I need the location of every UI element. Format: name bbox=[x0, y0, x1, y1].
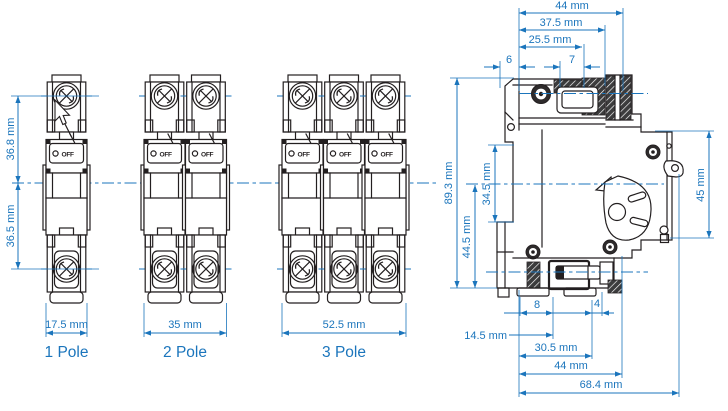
adjustment-dial bbox=[603, 175, 652, 241]
front-dimensions: 36.8 mm 36.5 mm 17.5 mm 1 Pole 35 mm 2 P… bbox=[5, 95, 407, 361]
mouse-cursor-icon bbox=[54, 98, 72, 137]
dimension-label: 44 mm bbox=[554, 360, 588, 372]
pole-label: 3 Pole bbox=[322, 344, 366, 361]
side-view-drawing bbox=[496, 74, 684, 298]
dimension-label: 37.5 mm bbox=[540, 17, 583, 29]
dimension-label: 52.5 mm bbox=[323, 319, 366, 331]
pole-label: 1 Pole bbox=[45, 344, 89, 361]
dimension-label: 36.5 mm bbox=[5, 205, 17, 248]
mounting-ear bbox=[663, 160, 684, 178]
screw-head-icon bbox=[602, 239, 618, 255]
front-view-3-pole bbox=[277, 75, 411, 303]
screw-head-icon bbox=[645, 144, 661, 160]
dimension-label: 68.4 mm bbox=[580, 379, 623, 391]
screw-head-icon bbox=[531, 84, 551, 104]
dimension-label: 89.3 mm bbox=[443, 162, 455, 205]
pole-label: 2 Pole bbox=[163, 344, 207, 361]
dimension-label: 44 mm bbox=[555, 0, 589, 12]
dimension-label: 45 mm bbox=[695, 168, 707, 202]
dimension-label: 34.5 mm bbox=[481, 163, 493, 206]
side-dimensions: 44 mm 37.5 mm 25.5 mm 6 7 89.3 mm 44.5 m… bbox=[443, 0, 714, 397]
dimension-label: 25.5 mm bbox=[529, 34, 572, 46]
dimension-label: 8 bbox=[534, 299, 540, 311]
dimension-label: 14.5 mm bbox=[464, 330, 507, 342]
dimension-label: 36.8 mm bbox=[5, 118, 17, 161]
dimension-label: 6 bbox=[506, 54, 512, 66]
front-view-2-pole bbox=[139, 75, 232, 303]
dimension-label: 35 mm bbox=[168, 319, 202, 331]
dimension-label: 4 bbox=[594, 298, 600, 310]
dimension-label: 7 bbox=[569, 54, 575, 66]
screw-head-icon bbox=[525, 244, 541, 260]
dimension-label: 30.5 mm bbox=[535, 342, 578, 354]
dimension-label: 17.5 mm bbox=[45, 319, 88, 331]
dimension-label: 44.5 mm bbox=[461, 216, 473, 259]
